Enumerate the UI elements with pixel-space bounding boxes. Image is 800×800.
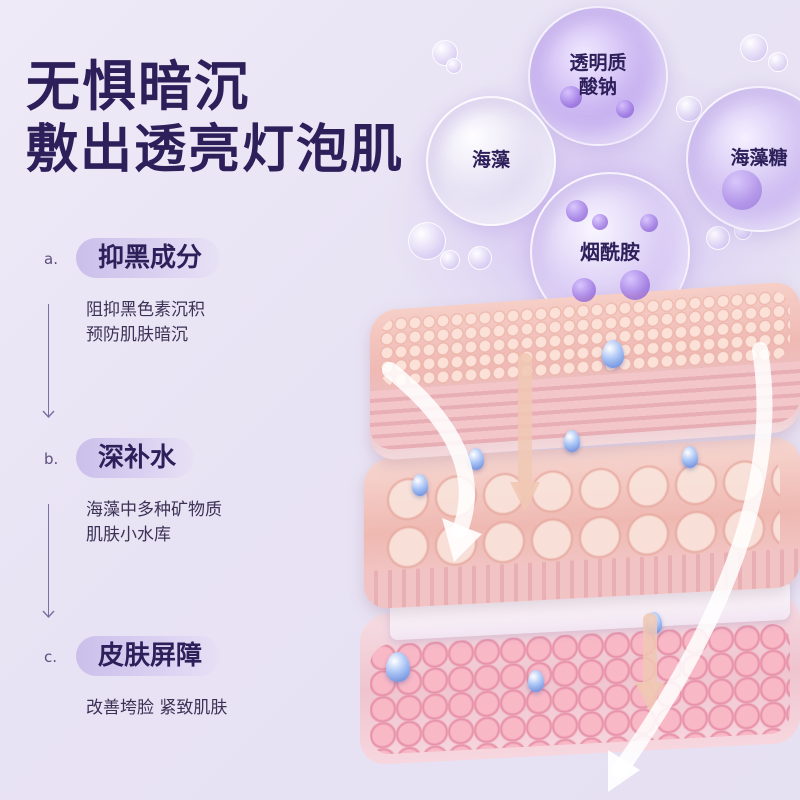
molecule-dot [592,214,608,230]
feature-desc-line: 海藻中多种矿物质 [86,500,222,520]
feature-desc-line: 肌肤小水库 [86,525,171,545]
molecule-dot [566,200,588,222]
headline-line-2: 敷出透亮灯泡肌 [26,120,405,181]
ingredient-bubble-hyaluronic-acid: 透明质 酸钠 [528,6,668,146]
tiny-bubble [706,226,730,250]
molecule-dot [640,214,658,232]
arrow-down-icon [42,610,55,618]
ingredient-bubble-seaweed: 海藻 [426,96,556,226]
arrow-head [635,682,665,712]
water-droplet [412,474,428,496]
feature-title-pill: 抑黑成分 [76,238,221,278]
tiny-bubble [768,52,788,72]
ingredient-label: 海藻糖 [730,147,788,170]
feature-list: a. 抑黑成分 阻抑黑色素沉积 预防肌肤暗沉 b. 深补水 海藻中多种矿物质 肌… [40,238,340,758]
feature-title-pill: 皮肤屏障 [76,636,221,676]
headline-line-1: 无惧暗沉 [26,55,250,118]
arrow-head [510,482,540,512]
arrow-down-icon [42,410,55,418]
water-droplet [564,430,580,452]
water-droplet [468,448,484,470]
feature-letter: a. [44,250,58,268]
molecule-dot [722,170,762,210]
arrow-down-icon [612,342,773,778]
water-droplet [682,446,698,468]
feature-letter: b. [44,450,59,468]
feature-letter: c. [44,648,58,666]
tiny-bubble [740,34,768,62]
ingredient-label: 海藻 [471,149,510,172]
feature-desc-line: 改善垮脸 紧致肌肤 [86,698,228,718]
tiny-bubble [432,40,458,66]
arrow-down-icon [382,362,475,538]
ingredient-label-line: 酸钠 [578,76,617,98]
skin-layers-illustration: 透明质 酸钠 海藻 海藻糖 烟酰胺 [350,0,800,800]
ingredient-label: 透明质 酸钠 [569,52,626,100]
headline: 无惧暗沉 敷出透亮灯泡肌 [26,55,405,181]
penetration-arrows [382,342,773,792]
tiny-bubble [408,222,446,260]
feature-description: 海藻中多种矿物质 肌肤小水库 [86,498,222,548]
feature-title-pill: 深补水 [76,438,195,478]
arrow-head [608,750,640,792]
feature-connector-line [48,504,49,616]
feature-description: 阻抑黑色素沉积 预防肌肤暗沉 [86,298,205,348]
water-droplet [386,652,410,682]
tiny-bubble [468,246,492,270]
molecule-dot [572,278,596,302]
arrow-head [442,518,482,562]
molecule-dot [560,86,582,108]
tiny-bubble [446,58,462,74]
feature-desc-line: 阻抑黑色素沉积 [86,300,205,320]
water-droplet [528,670,544,692]
feature-connector-line [48,304,49,416]
ingredient-label-line: 透明质 [569,52,627,75]
feature-desc-line: 预防肌肤暗沉 [86,325,188,345]
water-droplet [602,340,624,368]
molecule-dot [616,100,634,118]
ingredient-label: 烟酰胺 [580,239,640,264]
feature-description: 改善垮脸 紧致肌肤 [86,696,227,721]
tiny-bubble [440,250,460,270]
molecule-dot [620,270,650,300]
ingredient-bubble-trehalose: 海藻糖 [686,86,800,232]
